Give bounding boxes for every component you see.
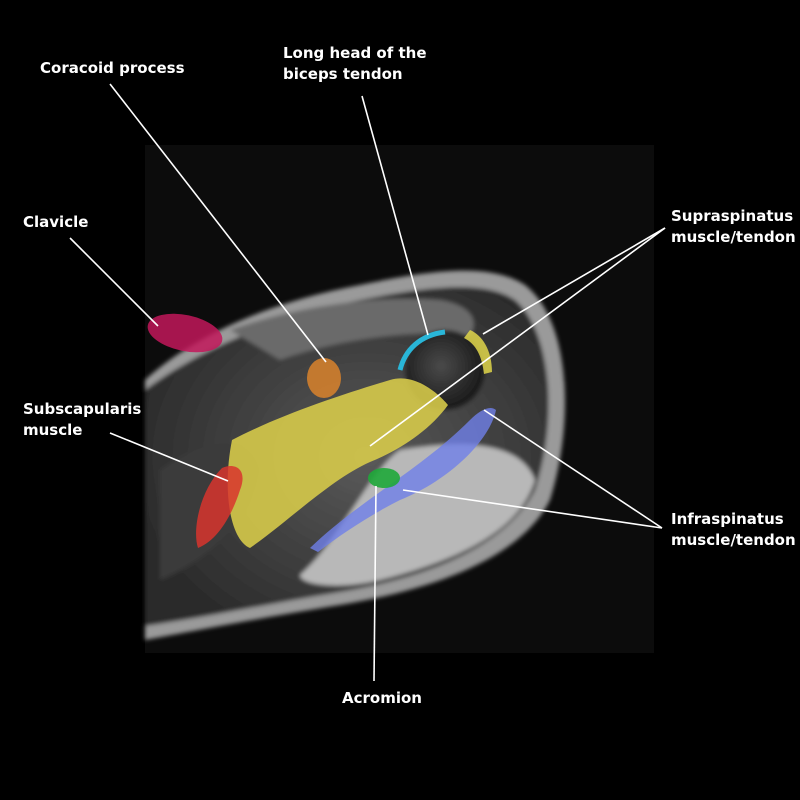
label-acromion: Acromion [342, 688, 422, 709]
label-supraspinatus: Supraspinatus muscle/tendon [671, 206, 796, 248]
label-subscapularis-line2: muscle [23, 421, 83, 439]
infraspinatus-leader-line-2 [402, 489, 663, 529]
supraspinatus-leader-line-2 [369, 227, 666, 447]
label-infraspinatus-line1: Infraspinatus [671, 510, 784, 528]
acromion-leader-line [373, 485, 377, 682]
acromion-shape [368, 468, 400, 488]
coracoid-process-shape [307, 358, 341, 398]
label-supraspinatus-line2: muscle/tendon [671, 228, 796, 246]
biceps-leader-line [361, 95, 429, 336]
infraspinatus-leader-line-1 [483, 409, 663, 529]
supraspinatus-tendon-shape [464, 330, 492, 374]
label-biceps-tendon: Long head of the biceps tendon [283, 43, 427, 85]
supraspinatus-leader-line-1 [482, 227, 666, 335]
label-subscapularis-line1: Subscapularis [23, 400, 142, 418]
label-infraspinatus-line2: muscle/tendon [671, 531, 796, 549]
label-coracoid-process: Coracoid process [40, 58, 185, 79]
label-subscapularis: Subscapularis muscle [23, 399, 141, 441]
coracoid-leader-line [109, 83, 327, 363]
subscapularis-shape [196, 466, 243, 548]
subscapularis-leader-line [109, 432, 229, 482]
label-supraspinatus-line1: Supraspinatus [671, 207, 794, 225]
clavicle-shape [147, 313, 223, 353]
label-biceps-line1: Long head of the [283, 44, 427, 62]
label-coracoid-text: Coracoid process [40, 59, 185, 77]
biceps-tendon-shape [397, 329, 446, 371]
clavicle-leader-line [69, 237, 159, 327]
supraspinatus-muscle-shape [227, 378, 448, 548]
label-clavicle: Clavicle [23, 212, 88, 233]
label-acromion-text: Acromion [342, 689, 422, 707]
infraspinatus-shape [310, 408, 496, 552]
label-biceps-line2: biceps tendon [283, 65, 403, 83]
label-clavicle-text: Clavicle [23, 213, 89, 231]
label-infraspinatus: Infraspinatus muscle/tendon [671, 509, 796, 551]
